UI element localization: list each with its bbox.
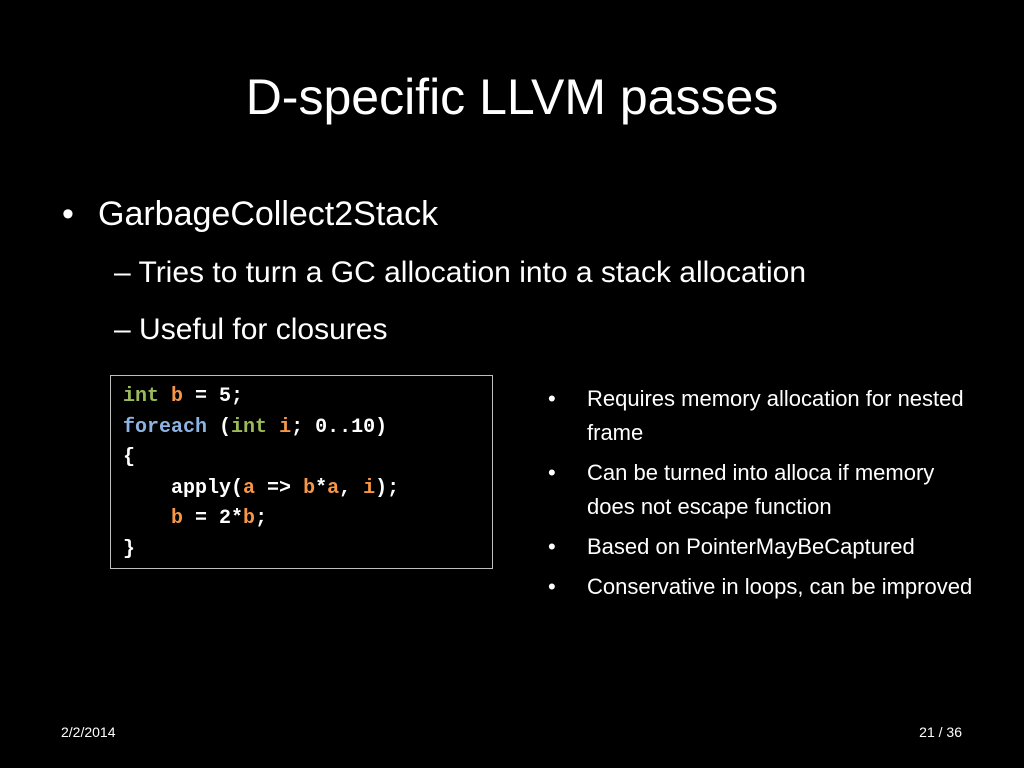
code-token: int — [123, 385, 160, 408]
side-bullet-item: • Can be turned into alloca if memory do… — [548, 456, 988, 524]
footer-date: 2/2/2014 — [61, 724, 116, 740]
code-block: int b = 5;foreach (int i; 0..10){ apply(… — [110, 375, 493, 569]
code-token: b — [171, 385, 184, 408]
code-token: = 2* — [183, 507, 244, 530]
bullet-level2-item: – Useful for closures — [114, 310, 387, 350]
code-line: int b = 5; — [123, 382, 492, 413]
bullet-text: GarbageCollect2Stack — [98, 195, 439, 233]
code-token: * — [315, 476, 328, 500]
code-line: b = 2*b; — [123, 504, 492, 535]
code-token: ; — [255, 507, 268, 530]
side-bullet-text: Conservative in loops, can be improved — [587, 574, 973, 599]
code-token: a — [327, 476, 340, 500]
bullet-text: Tries to turn a GC allocation into a sta… — [138, 256, 807, 289]
side-bullet-text: Requires memory allocation for nested fr… — [587, 386, 964, 445]
code-token — [123, 507, 171, 530]
code-token: ( — [207, 415, 232, 439]
code-token: i — [279, 415, 292, 439]
code-token: a — [243, 476, 256, 500]
bullet-marker: • — [548, 386, 556, 411]
code-token: i — [363, 476, 376, 500]
code-line: { — [123, 443, 492, 474]
code-token: } — [123, 537, 136, 561]
code-token: { — [123, 446, 136, 469]
code-token: b — [243, 507, 256, 530]
side-bullet-list: • Requires memory allocation for nested … — [548, 382, 988, 610]
code-token — [267, 416, 279, 439]
code-line: } — [123, 535, 492, 566]
side-bullet-item: • Conservative in loops, can be improved — [548, 570, 988, 604]
bullet-marker: – — [114, 313, 131, 346]
code-token: => — [255, 476, 304, 500]
side-bullet-text: Based on PointerMayBeCaptured — [587, 534, 915, 559]
code-token: ; 0..10) — [291, 415, 388, 439]
code-token: ); — [375, 476, 400, 500]
side-bullet-item: • Requires memory allocation for nested … — [548, 382, 988, 450]
code-token — [159, 385, 171, 408]
slide-title: D-specific LLVM passes — [245, 69, 779, 125]
footer-page-number: 21 / 36 — [919, 724, 962, 740]
code-token: apply( — [123, 476, 244, 500]
code-token: int — [231, 415, 268, 439]
code-token: , — [339, 476, 364, 500]
bullet-level2-item: – Tries to turn a GC allocation into a s… — [114, 253, 806, 293]
code-line: foreach (int i; 0..10) — [123, 413, 492, 444]
code-token: b — [171, 507, 184, 530]
code-line: apply(a => b*a, i); — [123, 474, 492, 505]
bullet-marker: – — [114, 256, 131, 289]
code-token: b — [303, 476, 316, 500]
code-token: foreach — [123, 415, 208, 439]
bullet-marker: • — [548, 534, 556, 559]
side-bullet-text: Can be turned into alloca if memory does… — [587, 460, 935, 519]
bullet-marker: • — [548, 574, 556, 599]
bullet-level1-item: • GarbageCollect2Stack — [62, 191, 438, 237]
bullet-marker: • — [62, 195, 74, 233]
bullet-text: Useful for closures — [139, 313, 388, 346]
bullet-marker: • — [548, 460, 556, 485]
side-bullet-item: • Based on PointerMayBeCaptured — [548, 530, 988, 564]
code-token: = 5; — [183, 385, 244, 408]
